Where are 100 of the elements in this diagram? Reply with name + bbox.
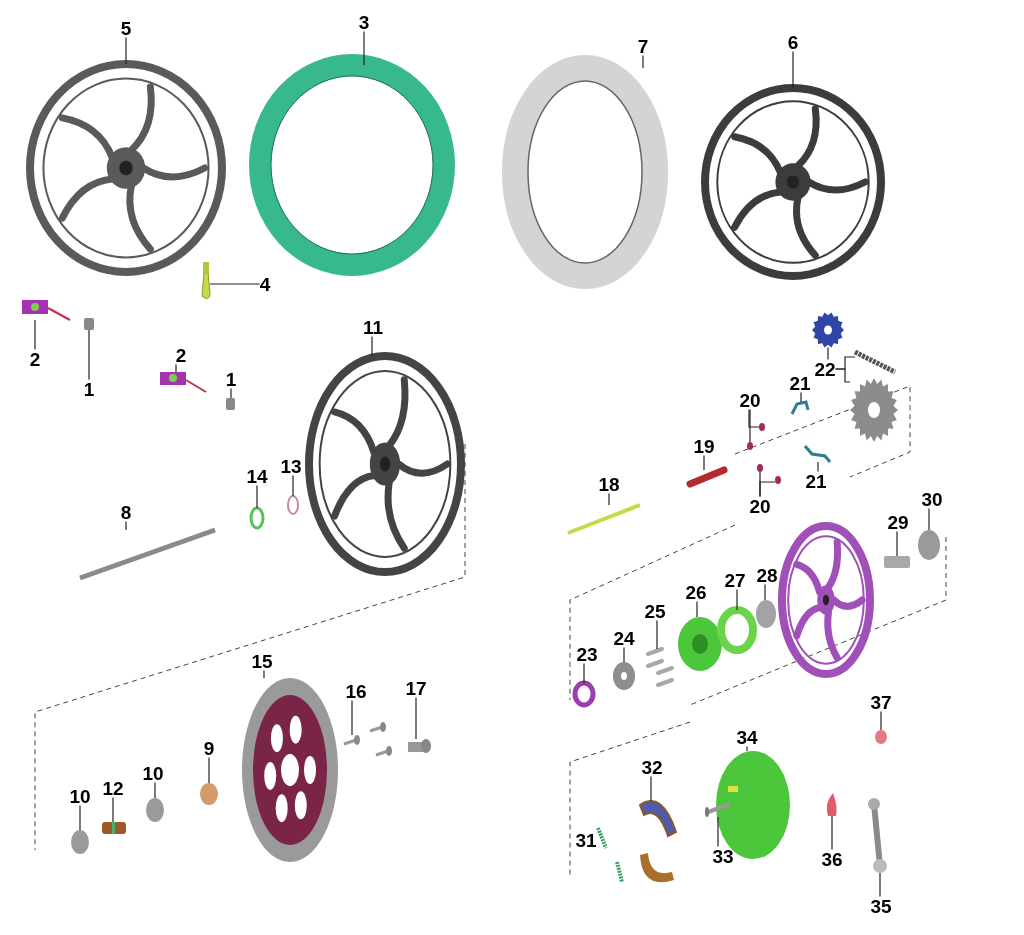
wheel-drawing [305, 352, 465, 576]
ring-drawing [249, 506, 265, 530]
nut-drawing [757, 464, 763, 472]
leader-line [703, 454, 705, 471]
callout-number: 29 [887, 512, 909, 532]
callout-number: 13 [280, 456, 302, 476]
leader-line [656, 619, 658, 650]
damper-drawing [717, 606, 757, 654]
leader-line [696, 600, 698, 618]
leader-line [650, 775, 652, 802]
callout-number: 33 [712, 846, 734, 866]
callout-number: 18 [598, 474, 620, 494]
callout-number: 6 [787, 32, 799, 52]
leader-line [88, 329, 90, 381]
bolt-drawing [343, 735, 360, 746]
leader-line [800, 391, 802, 403]
chain-drawing [853, 349, 897, 375]
leader-line [879, 872, 881, 898]
callout-number: 35 [870, 896, 892, 916]
leader-line [759, 471, 761, 498]
callout-number: 19 [693, 436, 715, 456]
tire-drawing [502, 55, 668, 289]
axle-drawing [79, 527, 216, 581]
callout-number: 5 [120, 18, 132, 38]
leader-line [896, 530, 898, 557]
washer-drawing [756, 600, 776, 628]
callout-number: 11 [362, 317, 384, 337]
callout-number: 1 [225, 369, 237, 389]
callout-number: 20 [739, 390, 761, 410]
lever-drawing [868, 798, 887, 873]
leader-line [363, 30, 365, 66]
hub-drawing [678, 617, 722, 671]
nut-drawing [747, 442, 753, 450]
callout-number: 22 [814, 359, 836, 379]
pin-drawing [646, 647, 674, 687]
leader-line [717, 816, 719, 848]
leader-line [928, 507, 930, 531]
plate-drawing [84, 318, 94, 330]
callout-number: 15 [251, 651, 273, 671]
valve-drawing [201, 262, 211, 300]
sleeve-drawing [686, 466, 728, 488]
bracket-drawing [790, 400, 810, 415]
callout-number: 34 [736, 727, 758, 747]
clip-drawing [826, 793, 837, 816]
spacer-drawing [884, 556, 910, 568]
callout-number: 27 [724, 570, 746, 590]
leader-line [746, 745, 748, 752]
tire-drawing [249, 54, 455, 276]
brake-disc-drawing [242, 678, 338, 862]
nut-drawing [875, 730, 887, 744]
leader-line [125, 36, 127, 65]
sprocket-drawing [812, 312, 844, 348]
bracket-drawing [803, 445, 832, 463]
callout-number: 21 [789, 373, 811, 393]
callout-number: 23 [576, 644, 598, 664]
washer-drawing [613, 662, 635, 690]
brake-shoe-drawing [639, 800, 677, 837]
callout-number: 16 [345, 681, 367, 701]
callout-number: 31 [575, 830, 597, 850]
callout-number: 10 [142, 763, 164, 783]
leader-line [230, 387, 232, 399]
leader-line [263, 669, 265, 679]
washer-drawing [918, 530, 940, 560]
callout-number: 21 [805, 471, 827, 491]
leader-line [608, 492, 610, 506]
callout-number: 10 [69, 786, 91, 806]
leader-line [817, 461, 819, 473]
callout-number: 26 [685, 582, 707, 602]
bearing-drawing [71, 830, 89, 854]
washer-drawing [572, 680, 596, 708]
callout-number: 2 [29, 349, 41, 369]
leader-line [792, 50, 794, 89]
leader-line [415, 696, 417, 740]
callout-number: 1 [83, 379, 95, 399]
leader-line [256, 484, 258, 509]
leader-line [351, 699, 353, 736]
leader-line [208, 756, 210, 784]
leader-line [831, 815, 833, 851]
nut-drawing [759, 423, 765, 431]
wheel-drawing [701, 84, 885, 280]
leader-line [827, 346, 829, 361]
leader-line [125, 520, 127, 531]
leader-line [209, 283, 261, 285]
axle-drawing [567, 503, 641, 535]
bearing-drawing [146, 798, 164, 822]
callout-number: 24 [613, 628, 635, 648]
callout-number: 36 [821, 849, 843, 869]
leader-line [292, 474, 294, 497]
spacer-drawing [102, 822, 126, 834]
callout-number: 4 [259, 274, 271, 294]
callout-number: 8 [120, 502, 132, 522]
callout-number: 25 [644, 601, 666, 621]
leader-line [175, 363, 177, 373]
leader-line [79, 804, 81, 831]
callout-number: 14 [246, 466, 268, 486]
callout-number: 7 [637, 36, 649, 56]
leader-line [623, 646, 625, 663]
leader-line [834, 368, 851, 383]
callout-number: 32 [641, 757, 663, 777]
sprocket-drawing [850, 378, 898, 442]
